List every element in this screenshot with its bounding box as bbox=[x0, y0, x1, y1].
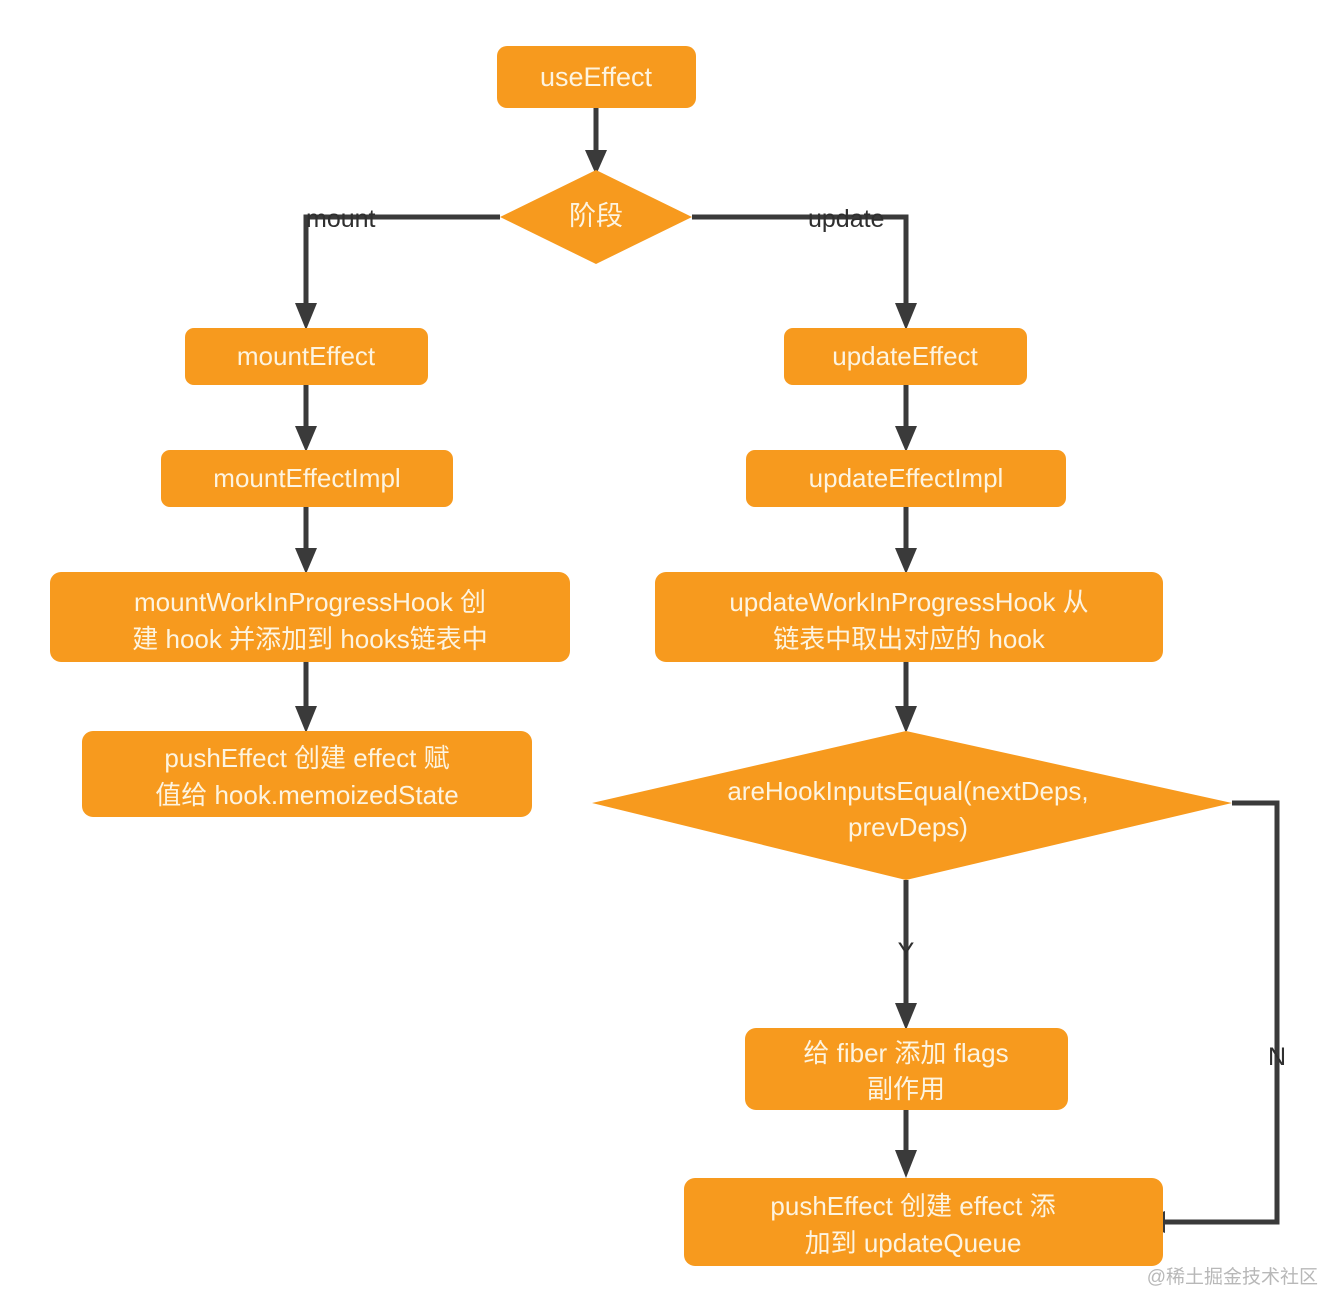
node-pusheffect-mount[interactable]: pushEffect 创建 effect 赋 值给 hook.memoizedS… bbox=[82, 731, 532, 817]
edge-label-mount: mount bbox=[306, 205, 376, 233]
node-mountworkinprogresshook-label-line1: mountWorkInProgressHook 创 bbox=[134, 587, 486, 617]
node-updateworkinprogresshook-label-line2: 链表中取出对应的 hook bbox=[773, 624, 1046, 654]
node-pusheffect-update-label-line2: 加到 updateQueue bbox=[805, 1228, 1022, 1258]
node-pusheffect-update[interactable]: pushEffect 创建 effect 添 加到 updateQueue bbox=[684, 1178, 1163, 1266]
node-fiber-flags-label-line2: 副作用 bbox=[867, 1074, 945, 1104]
edge-updatewip-to-arehookinputsequal bbox=[895, 662, 917, 733]
node-fiber-flags[interactable]: 给 fiber 添加 flags 副作用 bbox=[745, 1028, 1068, 1110]
node-pusheffect-update-shape bbox=[684, 1178, 1163, 1266]
node-mounteffectimpl[interactable]: mountEffectImpl bbox=[161, 450, 453, 507]
edge-label-no: N bbox=[1268, 1043, 1286, 1071]
edge-useeffect-to-phase bbox=[585, 108, 607, 175]
edge-updateeffectimpl-to-updatewip bbox=[895, 507, 917, 574]
node-phase-shape bbox=[500, 170, 692, 264]
node-mountworkinprogresshook-label-line2: 建 hook 并添加到 hooks链表中 bbox=[132, 624, 487, 654]
edge-phase-to-updateeffect bbox=[692, 214, 917, 330]
edge-mounteffect-to-mounteffectimpl bbox=[295, 385, 317, 452]
edge-fiberflags-to-pusheffect bbox=[895, 1110, 917, 1178]
node-arehookinputsequal-label-line1: areHookInputsEqual(nextDeps, bbox=[727, 776, 1088, 806]
node-updateworkinprogresshook-shape bbox=[655, 572, 1163, 662]
node-pusheffect-mount-label-line2: 值给 hook.memoizedState bbox=[155, 780, 458, 810]
node-arehookinputsequal[interactable]: areHookInputsEqual(nextDeps, prevDeps) bbox=[592, 731, 1232, 880]
edge-label-update: update bbox=[808, 205, 884, 233]
node-updateeffect-shape bbox=[784, 328, 1027, 385]
edge-label-yes: Y bbox=[898, 938, 915, 966]
node-phase-label: 阶段 bbox=[569, 201, 623, 231]
edge-arehookinputsequal-yes bbox=[895, 880, 917, 1030]
watermark: @稀土掘金技术社区 bbox=[1147, 1266, 1318, 1288]
node-pusheffect-mount-shape bbox=[82, 731, 532, 817]
node-mounteffectimpl-label: mountEffectImpl bbox=[213, 463, 400, 493]
node-updateeffect[interactable]: updateEffect bbox=[784, 328, 1027, 385]
node-updateworkinprogresshook-label-line1: updateWorkInProgressHook 从 bbox=[729, 587, 1088, 617]
node-mounteffect[interactable]: mountEffect bbox=[185, 328, 428, 385]
node-updateeffectimpl-label: updateEffectImpl bbox=[809, 463, 1004, 493]
node-mounteffect-label: mountEffect bbox=[237, 341, 376, 371]
node-updateeffect-label: updateEffect bbox=[832, 341, 978, 371]
node-phase[interactable]: 阶段 bbox=[500, 170, 692, 264]
node-useeffect[interactable]: useEffect bbox=[497, 46, 696, 108]
node-mountworkinprogresshook-shape bbox=[50, 572, 570, 662]
node-useeffect-label: useEffect bbox=[540, 62, 653, 92]
node-updateeffectimpl-shape bbox=[746, 450, 1066, 507]
edge-mounteffectimpl-to-mountwip bbox=[295, 507, 317, 574]
node-fiber-flags-shape bbox=[745, 1028, 1068, 1110]
edge-mountwip-to-pusheffect bbox=[295, 662, 317, 733]
node-mountworkinprogresshook[interactable]: mountWorkInProgressHook 创 建 hook 并添加到 ho… bbox=[50, 572, 570, 662]
node-useeffect-shape bbox=[497, 46, 696, 108]
node-pusheffect-mount-label-line1: pushEffect 创建 effect 赋 bbox=[164, 743, 449, 773]
node-updateeffectimpl[interactable]: updateEffectImpl bbox=[746, 450, 1066, 507]
node-fiber-flags-label-line1: 给 fiber 添加 flags bbox=[803, 1038, 1008, 1068]
node-mounteffect-shape bbox=[185, 328, 428, 385]
edge-arehookinputsequal-no bbox=[1138, 800, 1280, 1233]
node-updateworkinprogresshook[interactable]: updateWorkInProgressHook 从 链表中取出对应的 hook bbox=[655, 572, 1163, 662]
edge-updateeffect-to-updateeffectimpl bbox=[895, 385, 917, 452]
node-pusheffect-update-label-line1: pushEffect 创建 effect 添 bbox=[770, 1191, 1055, 1221]
node-arehookinputsequal-label-line2: prevDeps) bbox=[848, 812, 968, 842]
node-mounteffectimpl-shape bbox=[161, 450, 453, 507]
edge-phase-to-mounteffect bbox=[295, 214, 500, 330]
node-arehookinputsequal-shape bbox=[592, 731, 1232, 880]
